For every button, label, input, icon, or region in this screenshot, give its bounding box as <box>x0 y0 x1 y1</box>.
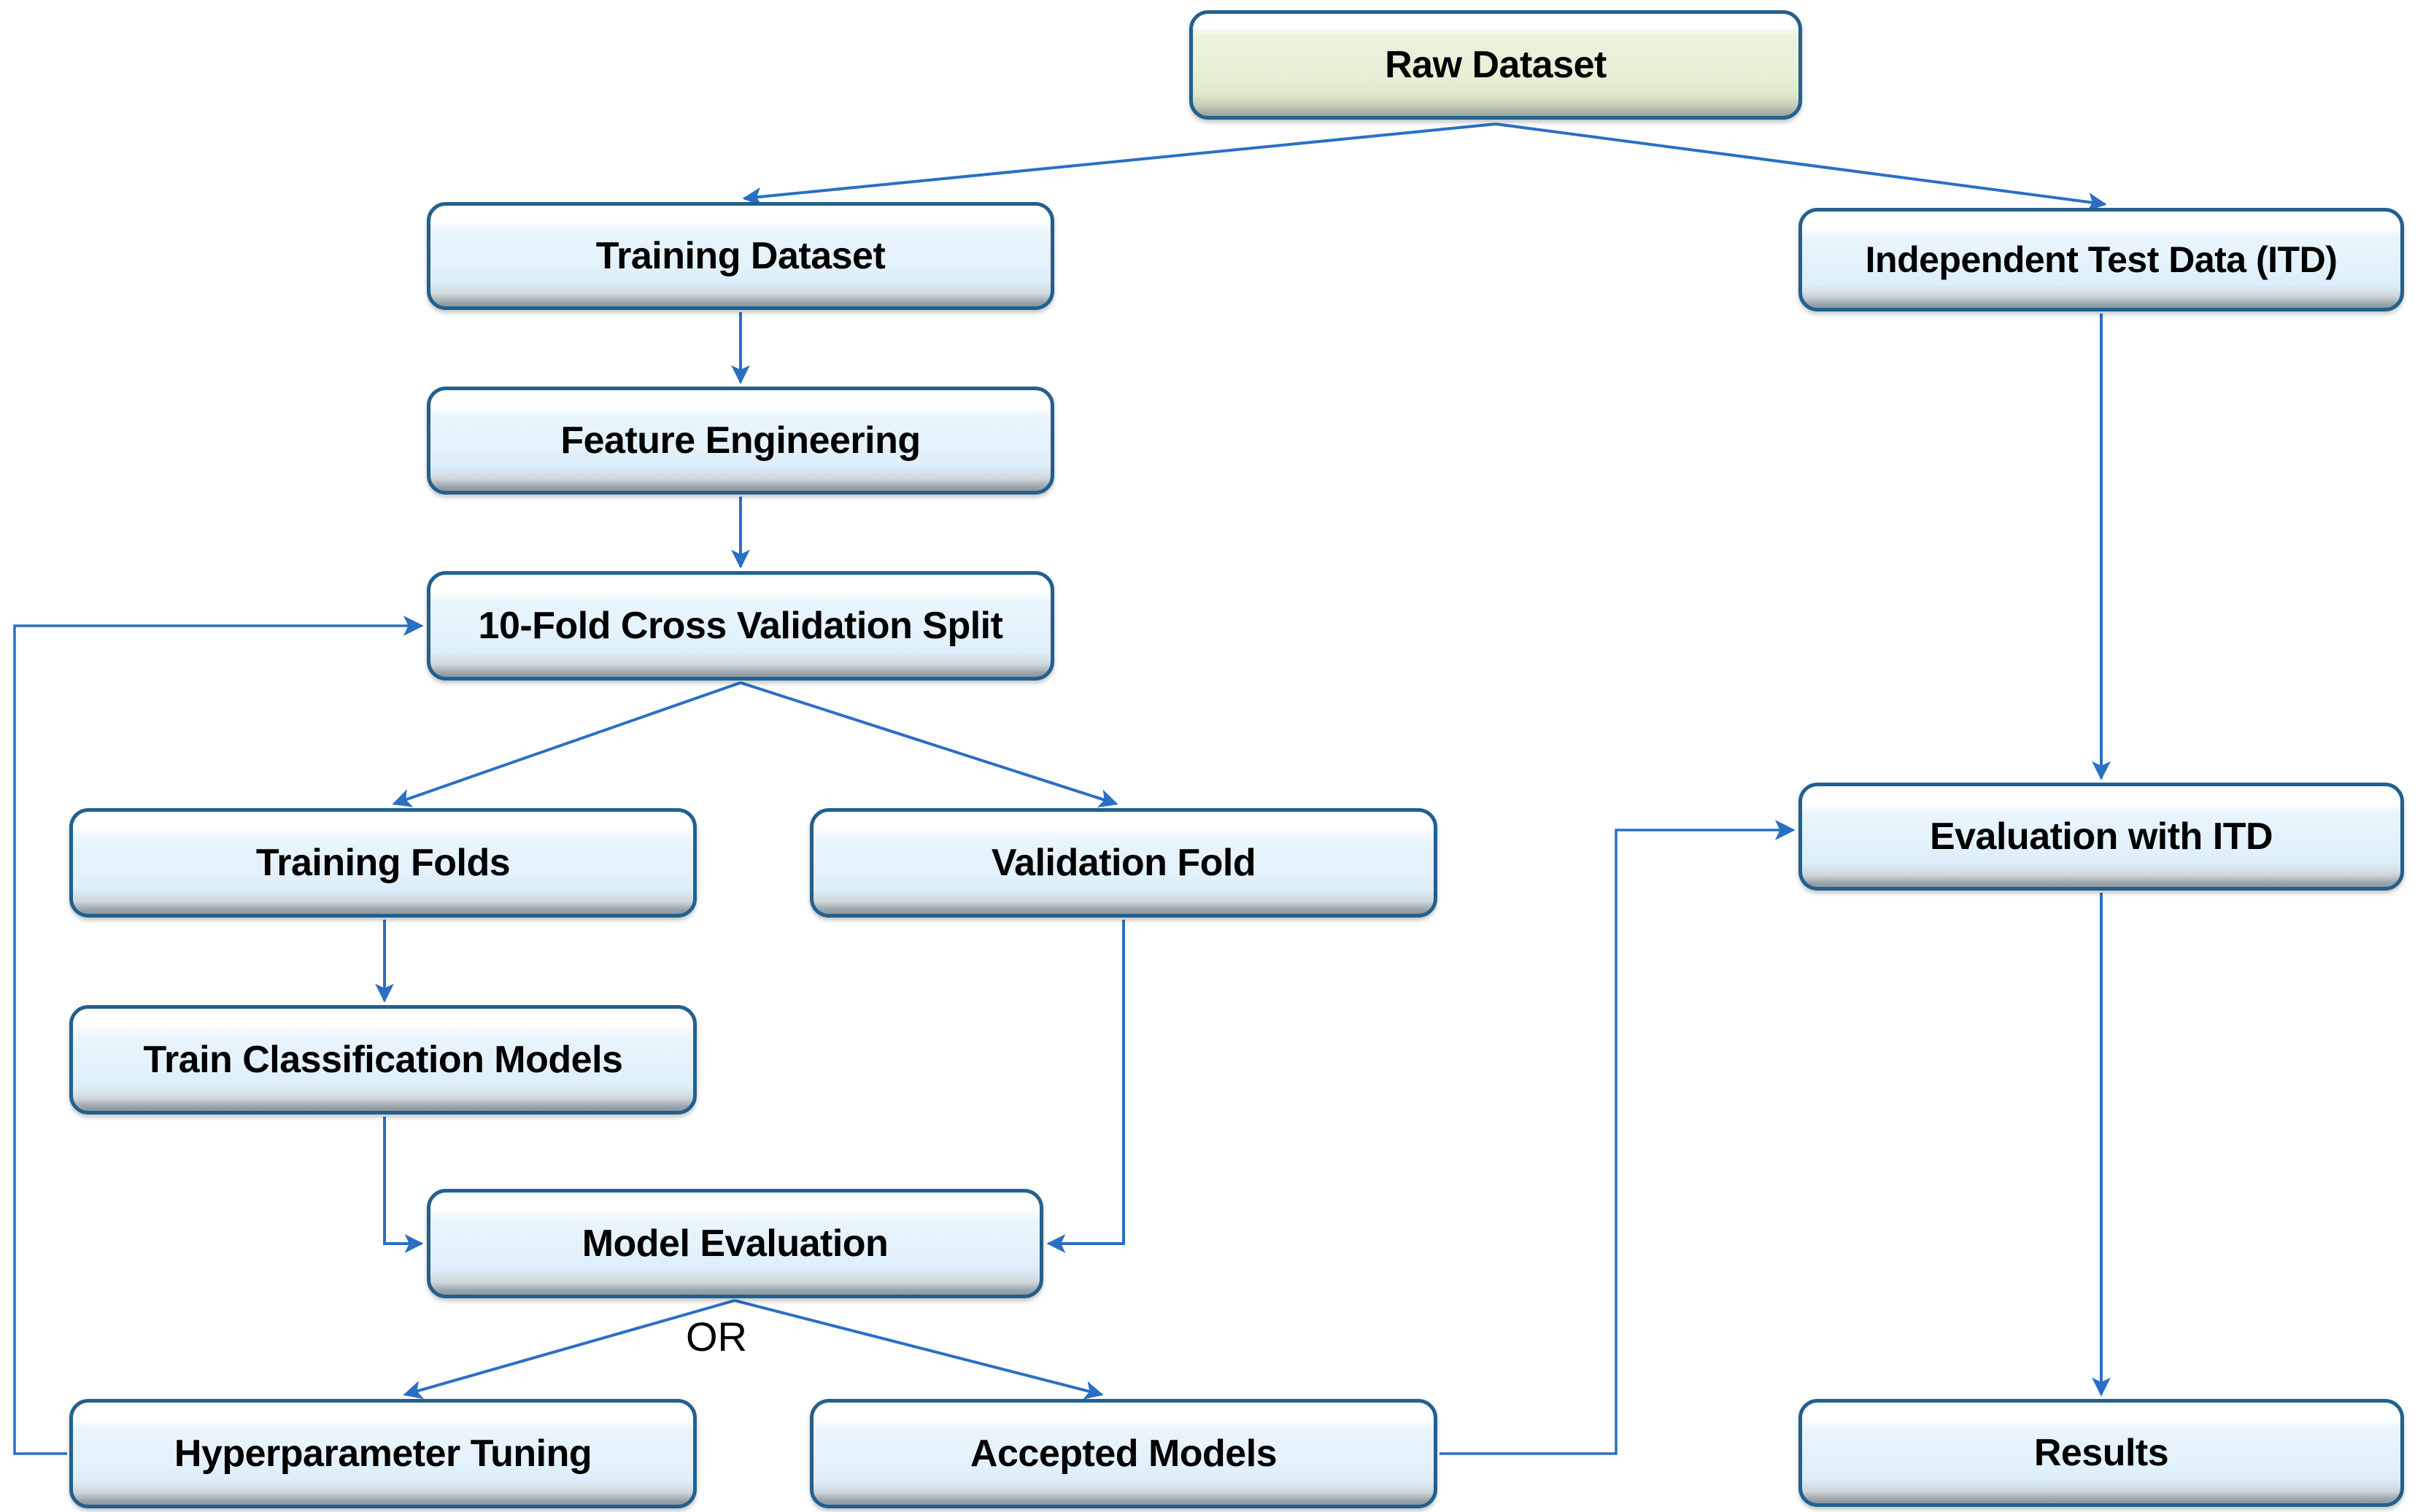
edge-accepted-models-to-evaluation-itd <box>1439 820 1796 1455</box>
node-cross-validation-split-label: 10-Fold Cross Validation Split <box>478 604 1003 647</box>
edge-raw-to-training-dataset <box>742 123 1496 206</box>
node-validation-fold-label: Validation Fold <box>991 841 1256 884</box>
or-branch-label: OR <box>686 1314 747 1360</box>
node-training-dataset[interactable]: Training Dataset <box>427 202 1054 310</box>
node-accepted-models-label: Accepted Models <box>970 1432 1278 1475</box>
node-validation-fold[interactable]: Validation Fold <box>810 808 1437 918</box>
node-feature-engineering[interactable]: Feature Engineering <box>427 387 1054 495</box>
node-training-folds[interactable]: Training Folds <box>69 808 697 918</box>
node-hyperparameter-tuning[interactable]: Hyperparameter Tuning <box>69 1399 697 1508</box>
node-results-label: Results <box>2033 1431 2169 1474</box>
node-model-evaluation-label: Model Evaluation <box>581 1222 889 1265</box>
node-independent-test-data[interactable]: Independent Test Data (ITD) <box>1798 208 2404 311</box>
edge-cv-split-to-training-folds <box>392 681 741 807</box>
node-independent-test-data-label: Independent Test Data (ITD) <box>1865 239 2338 280</box>
node-train-classification-models-label: Train Classification Models <box>143 1038 623 1081</box>
node-feature-engineering-label: Feature Engineering <box>560 419 921 462</box>
node-evaluation-with-itd[interactable]: Evaluation with ITD <box>1798 783 2404 891</box>
edge-train-models-to-model-evaluation <box>383 1117 424 1253</box>
edge-cv-split-to-validation-fold <box>740 681 1118 808</box>
edge-model-evaluation-to-accepted-models <box>734 1299 1104 1400</box>
node-results[interactable]: Results <box>1798 1399 2404 1507</box>
node-raw-dataset-label: Raw Dataset <box>1385 43 1607 86</box>
node-hyperparameter-tuning-label: Hyperparameter Tuning <box>174 1432 592 1475</box>
node-raw-dataset[interactable]: Raw Dataset <box>1189 10 1802 120</box>
node-cross-validation-split[interactable]: 10-Fold Cross Validation Split <box>427 571 1054 681</box>
node-evaluation-with-itd-label: Evaluation with ITD <box>1929 815 2273 858</box>
node-train-classification-models[interactable]: Train Classification Models <box>69 1005 697 1114</box>
edge-raw-to-independent-test <box>1495 123 2107 212</box>
node-accepted-models[interactable]: Accepted Models <box>810 1399 1437 1508</box>
node-training-dataset-label: Training Dataset <box>595 234 886 277</box>
node-model-evaluation[interactable]: Model Evaluation <box>427 1189 1043 1298</box>
node-training-folds-label: Training Folds <box>255 841 511 884</box>
edge-validation-fold-to-model-evaluation <box>1046 920 1125 1253</box>
